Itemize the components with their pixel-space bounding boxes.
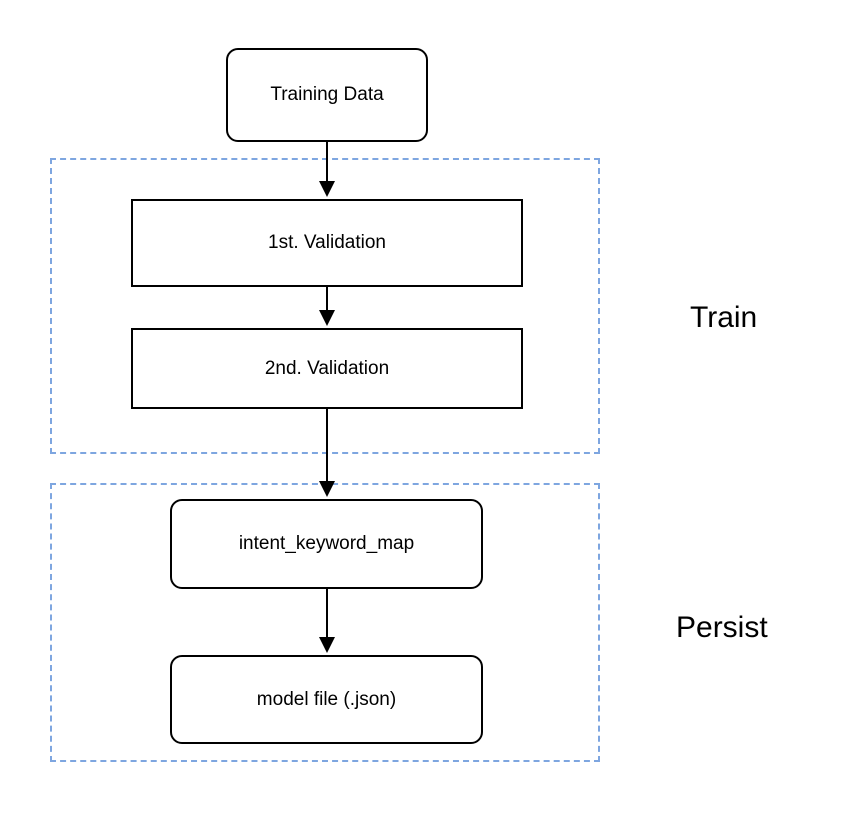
node-first-validation[interactable]: 1st. Validation — [131, 199, 523, 287]
node-second-validation[interactable]: 2nd. Validation — [131, 328, 523, 409]
node-label-intent-keyword-map: intent_keyword_map — [238, 533, 415, 554]
node-label-second-validation: 2nd. Validation — [264, 357, 390, 379]
edge-intent-keyword-map-to-model-file — [319, 589, 335, 653]
node-intent-keyword-map[interactable]: intent_keyword_map — [170, 499, 483, 589]
node-label-model-file: model file (.json) — [256, 688, 397, 710]
node-training-data[interactable]: Training Data — [226, 48, 428, 142]
node-label-training-data: Training Data — [270, 84, 384, 105]
node-model-file[interactable]: model file (.json) — [170, 655, 483, 744]
edge-training-data-to-first-validation — [319, 142, 335, 197]
edge-first-validation-to-second-validation — [319, 287, 335, 326]
group-label-train: Train — [690, 301, 758, 334]
edge-second-validation-to-intent-keyword-map — [319, 409, 335, 497]
node-label-first-validation: 1st. Validation — [268, 232, 386, 253]
group-container-train — [50, 158, 600, 454]
group-label-persist: Persist — [676, 611, 768, 644]
